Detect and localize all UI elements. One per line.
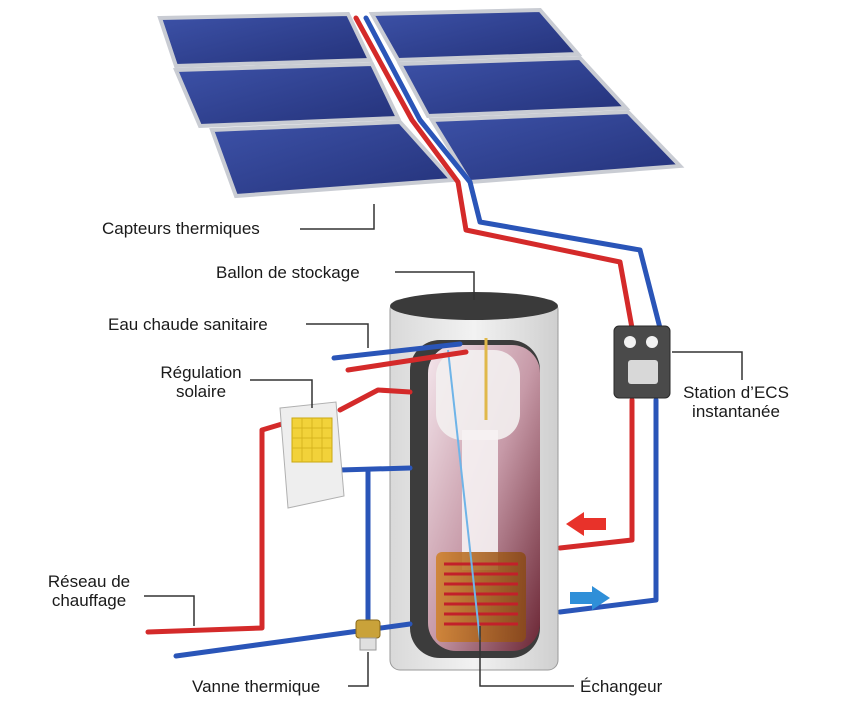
solar-regulator	[279, 401, 345, 509]
label-reseau-line2: chauffage	[51, 591, 127, 610]
tank-top	[390, 292, 558, 320]
solar-panel	[368, 7, 583, 63]
thermal-valve	[355, 619, 381, 651]
ecs-station	[613, 325, 671, 399]
regulation-wire-red	[337, 387, 413, 413]
label-regulation-solaire: Régulation solaire	[146, 363, 256, 401]
regulation-wire-blue	[337, 465, 413, 473]
leader-lines	[144, 204, 743, 687]
dhw-vessel	[436, 350, 520, 440]
cold-pipe-from-tank	[557, 397, 659, 615]
gauge-icon	[624, 336, 636, 348]
dhw-column	[462, 430, 498, 570]
label-echangeur: Échangeur	[580, 677, 663, 696]
hot-flow-arrow-icon	[566, 512, 606, 536]
label-regulation-line1: Régulation	[160, 363, 242, 382]
label-capteurs-thermiques: Capteurs thermiques	[102, 219, 260, 238]
solar-panel	[428, 109, 685, 185]
heating-network-hot	[145, 421, 285, 635]
solar-panel	[209, 119, 457, 199]
gauge-icon	[646, 336, 658, 348]
solar-collectors	[157, 7, 685, 199]
label-station-ecs: Station d’ECS instantanée	[676, 383, 796, 421]
cold-inlet-tube	[447, 349, 481, 641]
hot-pipe-collector	[353, 15, 635, 331]
label-station-line2: instantanée	[692, 402, 780, 421]
solar-panel	[396, 55, 631, 119]
hot-water-outlet-pipe	[331, 341, 463, 361]
label-eau-chaude-sanitaire: Eau chaude sanitaire	[108, 315, 268, 334]
solar-panel	[173, 61, 402, 129]
label-ballon-de-stockage: Ballon de stockage	[216, 263, 360, 282]
label-reseau-de-chauffage: Réseau de chauffage	[34, 572, 144, 610]
solar-panel	[157, 11, 374, 69]
label-vanne-thermique: Vanne thermique	[192, 677, 321, 696]
display-icon	[628, 360, 658, 384]
flow-arrows	[566, 512, 610, 610]
label-station-line1: Station d’ECS	[683, 383, 789, 402]
storage-tank	[389, 292, 559, 671]
exchanger-coil	[444, 562, 518, 626]
cold-flow-arrow-icon	[570, 586, 610, 610]
label-regulation-line2: solaire	[175, 382, 227, 401]
cold-pipe-collector	[363, 15, 663, 331]
hot-water-outlet-red	[345, 349, 469, 373]
label-reseau-line1: Réseau de	[47, 572, 131, 591]
hot-pipe-to-tank	[557, 397, 635, 551]
